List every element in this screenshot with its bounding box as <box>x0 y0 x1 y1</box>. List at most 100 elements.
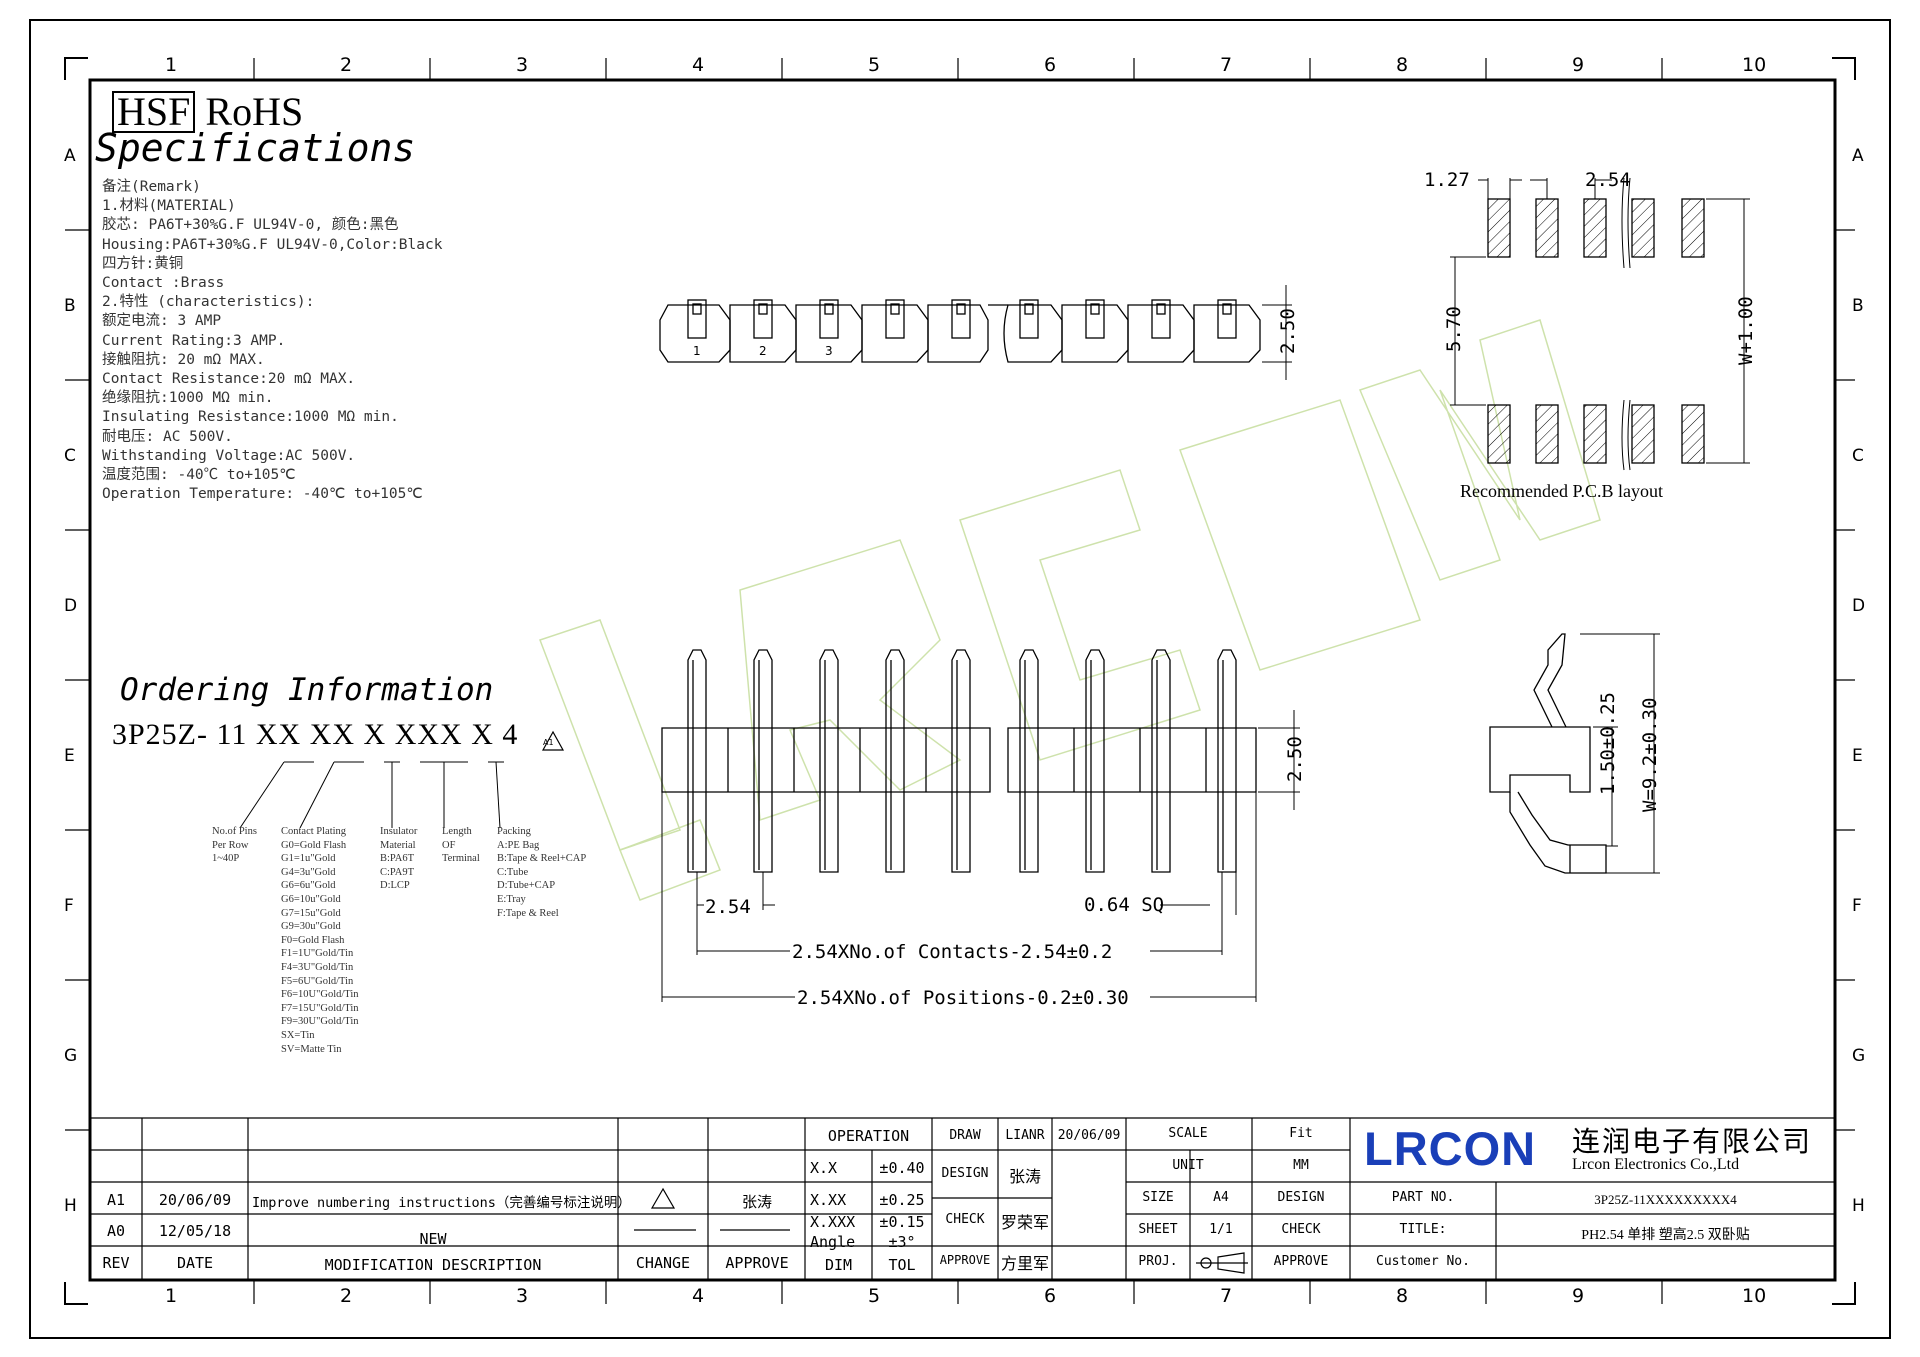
tol-xxxx-label: X.XXX <box>810 1213 856 1231</box>
spec-line: 四方针:黄铜 <box>102 255 184 272</box>
legend-line: G6=10u"Gold <box>281 893 341 905</box>
ordering-leaders <box>239 761 504 829</box>
top-view-dim <box>1262 285 1292 380</box>
zone-row-a-right: A <box>1852 146 1864 166</box>
pin-size-dim: 0.64 SQ <box>1084 894 1164 916</box>
zone-row-f-right: F <box>1852 896 1862 916</box>
pcb-pads <box>1487 198 1705 464</box>
tol-angle-value: ±3° <box>888 1233 916 1251</box>
zone-row-e: E <box>64 746 75 766</box>
front-view-dims <box>661 710 1300 1002</box>
title-block-grid <box>90 1117 1835 1280</box>
spec-line: Housing:PA6T+30%G.F UL94V-0,Color:Black <box>102 236 443 253</box>
projection-symbol-icon <box>1196 1252 1248 1274</box>
tol-xxx-value: ±0.25 <box>879 1191 925 1209</box>
zone-col-2-bottom: 2 <box>340 1285 353 1307</box>
zone-col-6-bottom: 6 <box>1044 1285 1057 1307</box>
draw-date: 20/06/09 <box>1057 1128 1121 1143</box>
ordering-rev-mark: A1 <box>543 738 554 747</box>
legend-line: Packing <box>497 826 531 837</box>
design-name: 张涛 <box>1008 1167 1041 1186</box>
title-value: PH2.54 单排 塑高2.5 双卧贴 <box>1581 1228 1750 1243</box>
legend-line: E:Tray <box>497 893 526 905</box>
legend-line: Length <box>442 826 472 837</box>
proj-label: PROJ. <box>1138 1254 1178 1269</box>
legend-line: C:PA9T <box>380 866 415 878</box>
legend-line: No.of Pins <box>212 826 257 837</box>
legend-line: Material <box>380 839 416 851</box>
zone-col-7-bottom: 7 <box>1220 1285 1233 1307</box>
zone-col-10: 10 <box>1742 54 1767 76</box>
legend-line: B:Tape & Reel+CAP <box>497 853 587 865</box>
title-label: TITLE: <box>1399 1222 1447 1237</box>
front-view-height-dim: 2.50 <box>1284 736 1306 782</box>
pitch-dim: 2.54 <box>705 896 751 918</box>
rev-a0: A0 <box>106 1222 126 1240</box>
zone-col-8: 8 <box>1396 54 1409 76</box>
spec-line: 1.材料(MATERIAL) <box>102 198 236 215</box>
scale-value: Fit <box>1289 1126 1313 1141</box>
spec-line: 2.特性 (characteristics): <box>102 294 315 311</box>
tol-label: TOL <box>888 1256 916 1274</box>
draw-label: DRAW <box>949 1128 981 1143</box>
design-label: DESIGN <box>941 1166 989 1181</box>
zone-col-2: 2 <box>340 54 353 76</box>
spec-line: Withstanding Voltage:AC 500V. <box>102 447 356 464</box>
legend-length: Length OF Terminal <box>442 825 480 866</box>
change-triangle-icon <box>650 1187 676 1209</box>
legend-plating: Contact Plating G0=Gold Flash G1=1u"Gold… <box>281 825 359 1056</box>
zone-col-5: 5 <box>868 54 881 76</box>
pcb-pitch: 2.54 <box>1585 169 1631 191</box>
rev-header: REV <box>102 1254 130 1272</box>
zone-row-c: C <box>64 446 76 466</box>
rev-a0-desc: NEW <box>419 1230 447 1248</box>
pcb-row-gap: 5.70 <box>1443 306 1465 352</box>
zone-col-1: 1 <box>165 54 178 76</box>
legend-line: C:Tube <box>497 866 529 878</box>
approve2-label: APPROVE <box>1273 1254 1329 1269</box>
spec-line: 温度范围: -40℃ to+105℃ <box>102 467 296 484</box>
hsf-label: HSF <box>112 91 196 133</box>
legend-line: G4=3u"Gold <box>281 866 336 878</box>
front-view-pins <box>687 649 1237 873</box>
desc-header: MODIFICATION DESCRIPTION <box>324 1256 542 1274</box>
legend-insulator: Insulator Material B:PA6T C:PA9T D:LCP <box>380 825 417 893</box>
tol-xxxx-value: ±0.15 <box>879 1213 925 1231</box>
part-no-value: 3P25Z-11XXXXXXXXX4 <box>1594 1192 1737 1207</box>
legend-line: G7=15u"Gold <box>281 907 341 919</box>
check-label: CHECK <box>945 1212 985 1227</box>
zone-col-3: 3 <box>516 54 529 76</box>
legend-line: F5=6U"Gold/Tin <box>281 975 354 987</box>
zone-row-d-right: D <box>1852 596 1866 616</box>
unit-value: MM <box>1293 1158 1309 1173</box>
zone-col-7: 7 <box>1220 54 1233 76</box>
zone-row-b: B <box>64 296 76 316</box>
corner-marks <box>64 57 1856 1305</box>
zone-col-8-bottom: 8 <box>1396 1285 1409 1307</box>
legend-line: A:PE Bag <box>497 839 540 851</box>
legend-packing: Packing A:PE Bag B:Tape & Reel+CAP C:Tub… <box>497 825 586 920</box>
legend-pins: No.of Pins Per Row 1~40P <box>212 825 257 866</box>
spec-notes: 备注(Remark) 1.材料(MATERIAL) 胶芯: PA6T+30%G.… <box>102 178 442 504</box>
part-no-label: PART NO. <box>1391 1190 1455 1205</box>
check-name: 罗荣军 <box>1000 1213 1049 1232</box>
zone-row-h-right: H <box>1852 1196 1865 1216</box>
side-view <box>1489 633 1607 874</box>
side-dim-b: W=9.2±0.30 <box>1639 698 1661 812</box>
tol-angle-label: Angle <box>810 1233 856 1251</box>
spec-line: 胶芯: PA6T+30%G.F UL94V-0, 颜色:黑色 <box>102 217 399 234</box>
check2-label: CHECK <box>1281 1222 1321 1237</box>
spec-line: 耐电压: AC 500V. <box>102 428 233 445</box>
size-value: A4 <box>1213 1190 1229 1205</box>
watermark-outline <box>539 319 1601 901</box>
spec-line: Contact :Brass <box>102 275 225 292</box>
zone-row-c-right: C <box>1852 446 1864 466</box>
ordering-title: Ordering Information <box>120 672 494 708</box>
legend-line: Contact Plating <box>281 826 347 837</box>
spec-line: 接触阻抗: 20 mΩ MAX. <box>102 351 265 368</box>
contacts-formula: 2.54XNo.of Contacts-2.54±0.2 <box>792 941 1112 963</box>
zone-col-10-bottom: 10 <box>1742 1285 1767 1307</box>
legend-line: F7=15U"Gold/Tin <box>281 1002 359 1014</box>
tol-xxx-label: X.XX <box>810 1191 847 1209</box>
size-label: SIZE <box>1142 1190 1174 1205</box>
